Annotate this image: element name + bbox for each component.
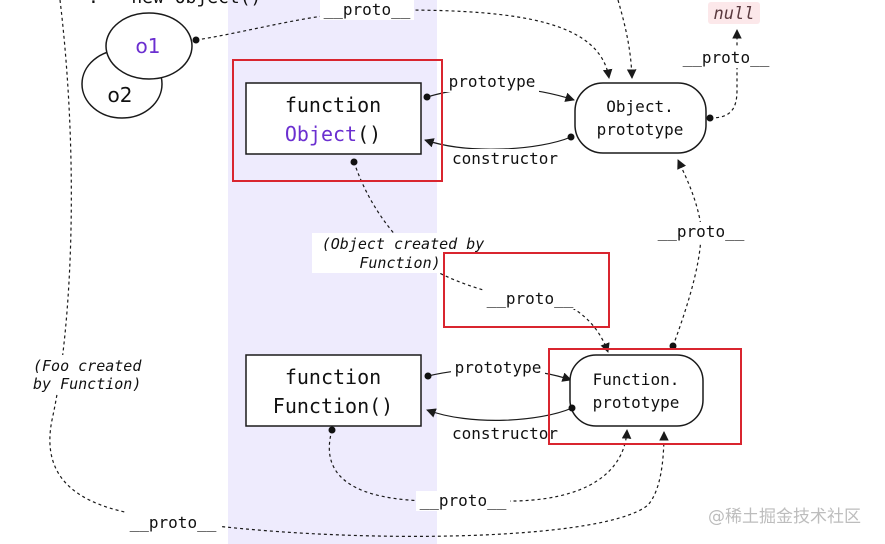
label-foo-proto-text: __proto__ [130, 513, 217, 532]
label-o1-proto-text: __proto__ [324, 0, 411, 19]
object-function-name: Object [285, 122, 357, 146]
null-label: null [714, 4, 755, 24]
dot-function-prototype-link [424, 372, 432, 380]
highlight-object-fn-proto [443, 252, 610, 328]
note-object-created-line1: (Object created by [322, 235, 485, 253]
label-function-proto-up: __proto__ [654, 222, 748, 242]
watermark: @稀土掘金技术社区 [708, 507, 861, 527]
function-function-line1: function [285, 365, 381, 389]
highlight-object-function [232, 59, 443, 182]
object-function-line2: Object() [285, 122, 381, 146]
top-code-snippet: : = new Object() [88, 0, 261, 8]
label-foo-proto: __proto__ [126, 512, 220, 533]
node-object-function: function Object() [245, 82, 422, 155]
label-object-fn-proto-text: __proto__ [487, 289, 574, 308]
dot-function-constructor [568, 404, 576, 412]
dot-o1 [192, 36, 200, 44]
note-foo-created-line1: (Foo created [33, 357, 142, 375]
node-function-function: function Function() [245, 354, 422, 427]
label-object-constructor: constructor [448, 149, 562, 169]
object-prototype-line1: Object. [606, 97, 673, 116]
node-o1-label: o1 [136, 34, 161, 58]
note-foo-created-by-function: (Foo created by Function) [30, 355, 150, 393]
function-function-line2: Function() [273, 394, 393, 418]
function-prototype-line2: prototype [593, 393, 680, 412]
note-foo-created-line2: by Function) [33, 375, 141, 393]
dot-function-proto-up [669, 342, 677, 350]
label-function-prototype-text: prototype [455, 358, 542, 377]
highlight-function-prototype [548, 348, 742, 445]
dot-object-constructor [567, 133, 575, 141]
dot-object-proto-null [706, 114, 714, 122]
edge-object-proto-null [709, 29, 742, 119]
node-o2-label: o2 [108, 83, 133, 107]
edge-function-proto-up [672, 159, 702, 347]
node-o1: o1 [105, 12, 193, 80]
label-function-constructor: constructor [448, 424, 562, 444]
object-function-parens: () [357, 122, 381, 146]
note-object-created-by-function: (Object created by Function) [312, 233, 492, 273]
edge-incoming-proto-top [617, 0, 637, 79]
label-function-prototype: prototype [451, 358, 545, 378]
label-o1-proto: __proto__ [320, 0, 414, 20]
edge-function-constructor [426, 407, 573, 421]
label-function-fn-proto: __proto__ [416, 491, 510, 511]
label-object-fn-proto: __proto__ [483, 289, 577, 309]
label-object-proto-null: __proto__ [680, 48, 772, 68]
label-object-prototype-text: prototype [449, 72, 536, 91]
node-function-prototype: Function. prototype [569, 354, 704, 427]
label-function-constructor-text: constructor [452, 424, 558, 443]
edge-object-constructor [424, 136, 572, 150]
edge-object-fn-proto [353, 161, 610, 353]
note-object-created-line2: Function) [359, 254, 440, 272]
object-prototype-line2: prototype [597, 120, 684, 139]
label-object-prototype: prototype [445, 72, 539, 92]
dot-object-prototype-link [423, 93, 431, 101]
dot-function-fn-proto [328, 426, 336, 434]
label-object-proto-null-text: __proto__ [683, 48, 770, 67]
object-function-line1: function [285, 93, 381, 117]
dot-object-fn-proto [350, 158, 358, 166]
node-null: null [708, 2, 760, 24]
label-object-constructor-text: constructor [452, 149, 558, 168]
node-object-prototype: Object. prototype [574, 82, 707, 154]
label-function-proto-up-text: __proto__ [658, 222, 745, 241]
label-function-fn-proto-text: __proto__ [420, 491, 507, 510]
function-prototype-line1: Function. [593, 370, 680, 389]
